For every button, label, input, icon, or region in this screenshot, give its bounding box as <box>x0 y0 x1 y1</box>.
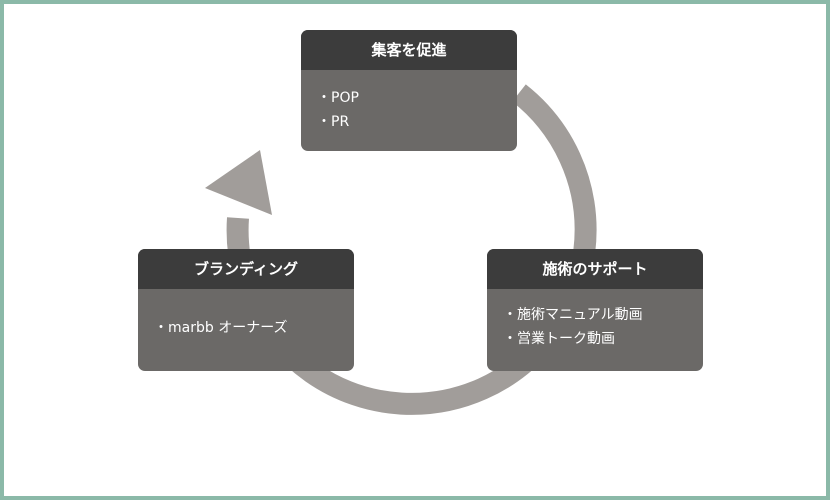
stage-item: ・施術マニュアル動画 <box>503 303 687 327</box>
bullet-icon: ・ <box>503 331 517 347</box>
stage-title-left: ブランディング <box>138 249 354 289</box>
bullet-icon: ・ <box>317 114 331 130</box>
stage-box-right: 施術のサポート ・施術マニュアル動画 ・営業トーク動画 <box>487 249 703 371</box>
bullet-icon: ・ <box>503 307 517 323</box>
stage-title-right: 施術のサポート <box>487 249 703 289</box>
stage-box-top: 集客を促進 ・POP ・PR <box>301 30 517 151</box>
stage-items-top: ・POP ・PR <box>301 70 517 134</box>
stage-box-left: ブランディング ・marbb オーナーズ <box>138 249 354 371</box>
stage-items-right: ・施術マニュアル動画 ・営業トーク動画 <box>487 289 703 351</box>
stage-title-top: 集客を促進 <box>301 30 517 70</box>
stage-item: ・PR <box>317 110 501 134</box>
bullet-icon: ・ <box>317 90 331 106</box>
stage-item: ・営業トーク動画 <box>503 327 687 351</box>
stage-item: ・POP <box>317 86 501 110</box>
cycle-arrow-head <box>205 150 272 215</box>
stage-items-left: ・marbb オーナーズ <box>138 289 354 340</box>
bullet-icon: ・ <box>154 320 168 336</box>
stage-item: ・marbb オーナーズ <box>154 316 338 340</box>
